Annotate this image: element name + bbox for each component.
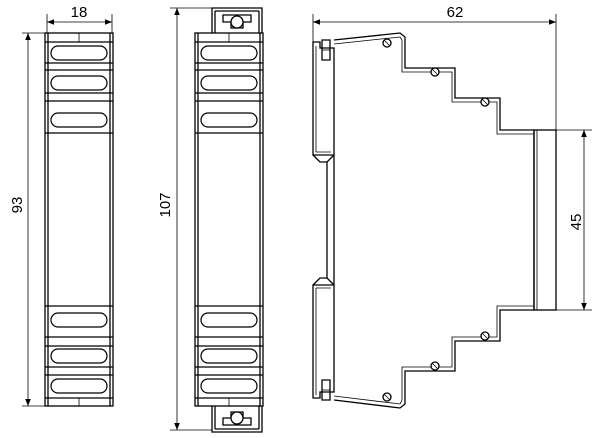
dimension-height-total: 107 [157, 7, 212, 431]
screw [480, 97, 490, 107]
dimension-front-face: 45 [556, 129, 592, 311]
terminal-slot [200, 45, 258, 61]
terminal-slot [50, 348, 108, 364]
screw [382, 392, 392, 402]
terminal-slot [200, 378, 258, 394]
dimension-height-total-label: 107 [157, 192, 174, 217]
dimension-height-front-label: 93 [9, 197, 26, 214]
dimension-front-face-label: 45 [568, 214, 585, 231]
terminal-slot [50, 45, 108, 61]
front-view: 18 93 [9, 4, 114, 407]
terminal-slot [50, 312, 108, 328]
side-profile-outline [333, 32, 535, 409]
dimension-width-label: 18 [71, 4, 88, 21]
side-front-face [533, 129, 557, 311]
screw [430, 67, 440, 77]
terminal-slot [200, 348, 258, 364]
top-mounting-clip [211, 7, 263, 33]
dimension-width: 18 [46, 4, 113, 33]
terminal-slot [200, 312, 258, 328]
screw [430, 361, 440, 371]
din-rail-clip [312, 39, 335, 401]
terminal-slot [50, 112, 108, 128]
side-view: 62 45 [312, 4, 592, 409]
screw [382, 38, 392, 48]
terminal-slot [50, 75, 108, 91]
bottom-mounting-clip [211, 406, 263, 433]
terminal-slot [50, 378, 108, 394]
terminal-slot [200, 112, 258, 128]
front-view-with-clips: 107 [157, 7, 264, 433]
dimension-depth-label: 62 [447, 4, 464, 21]
dimension-height-front: 93 [9, 32, 47, 407]
screw [480, 331, 490, 341]
terminal-slot [200, 75, 258, 91]
dimension-depth: 62 [312, 4, 557, 130]
